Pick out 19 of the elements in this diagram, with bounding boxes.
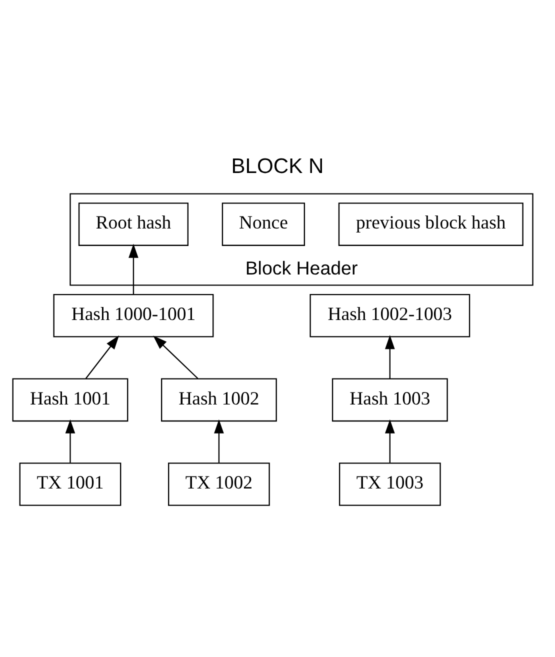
node-box: TX 1001 (19, 462, 122, 506)
arrow (153, 336, 198, 379)
node-box: previous block hash (338, 202, 524, 246)
node-box: Hash 1002-1003 (310, 294, 470, 338)
node-box: TX 1002 (168, 462, 270, 506)
node-box: Root hash (78, 202, 188, 246)
node-box: Hash 1000-1001 (53, 294, 214, 338)
diagram-title: BLOCK N (231, 155, 324, 178)
node-box: Hash 1003 (332, 378, 448, 422)
arrow (214, 419, 224, 463)
arrow (65, 419, 76, 463)
arrow (385, 335, 395, 378)
arrow (85, 335, 120, 379)
arrow (385, 419, 395, 463)
arrow (128, 244, 138, 294)
node-box: Hash 1001 (12, 378, 128, 422)
node-box: Hash 1002 (160, 378, 277, 422)
node-box: Nonce (222, 202, 306, 246)
node-box: TX 1003 (338, 462, 441, 506)
